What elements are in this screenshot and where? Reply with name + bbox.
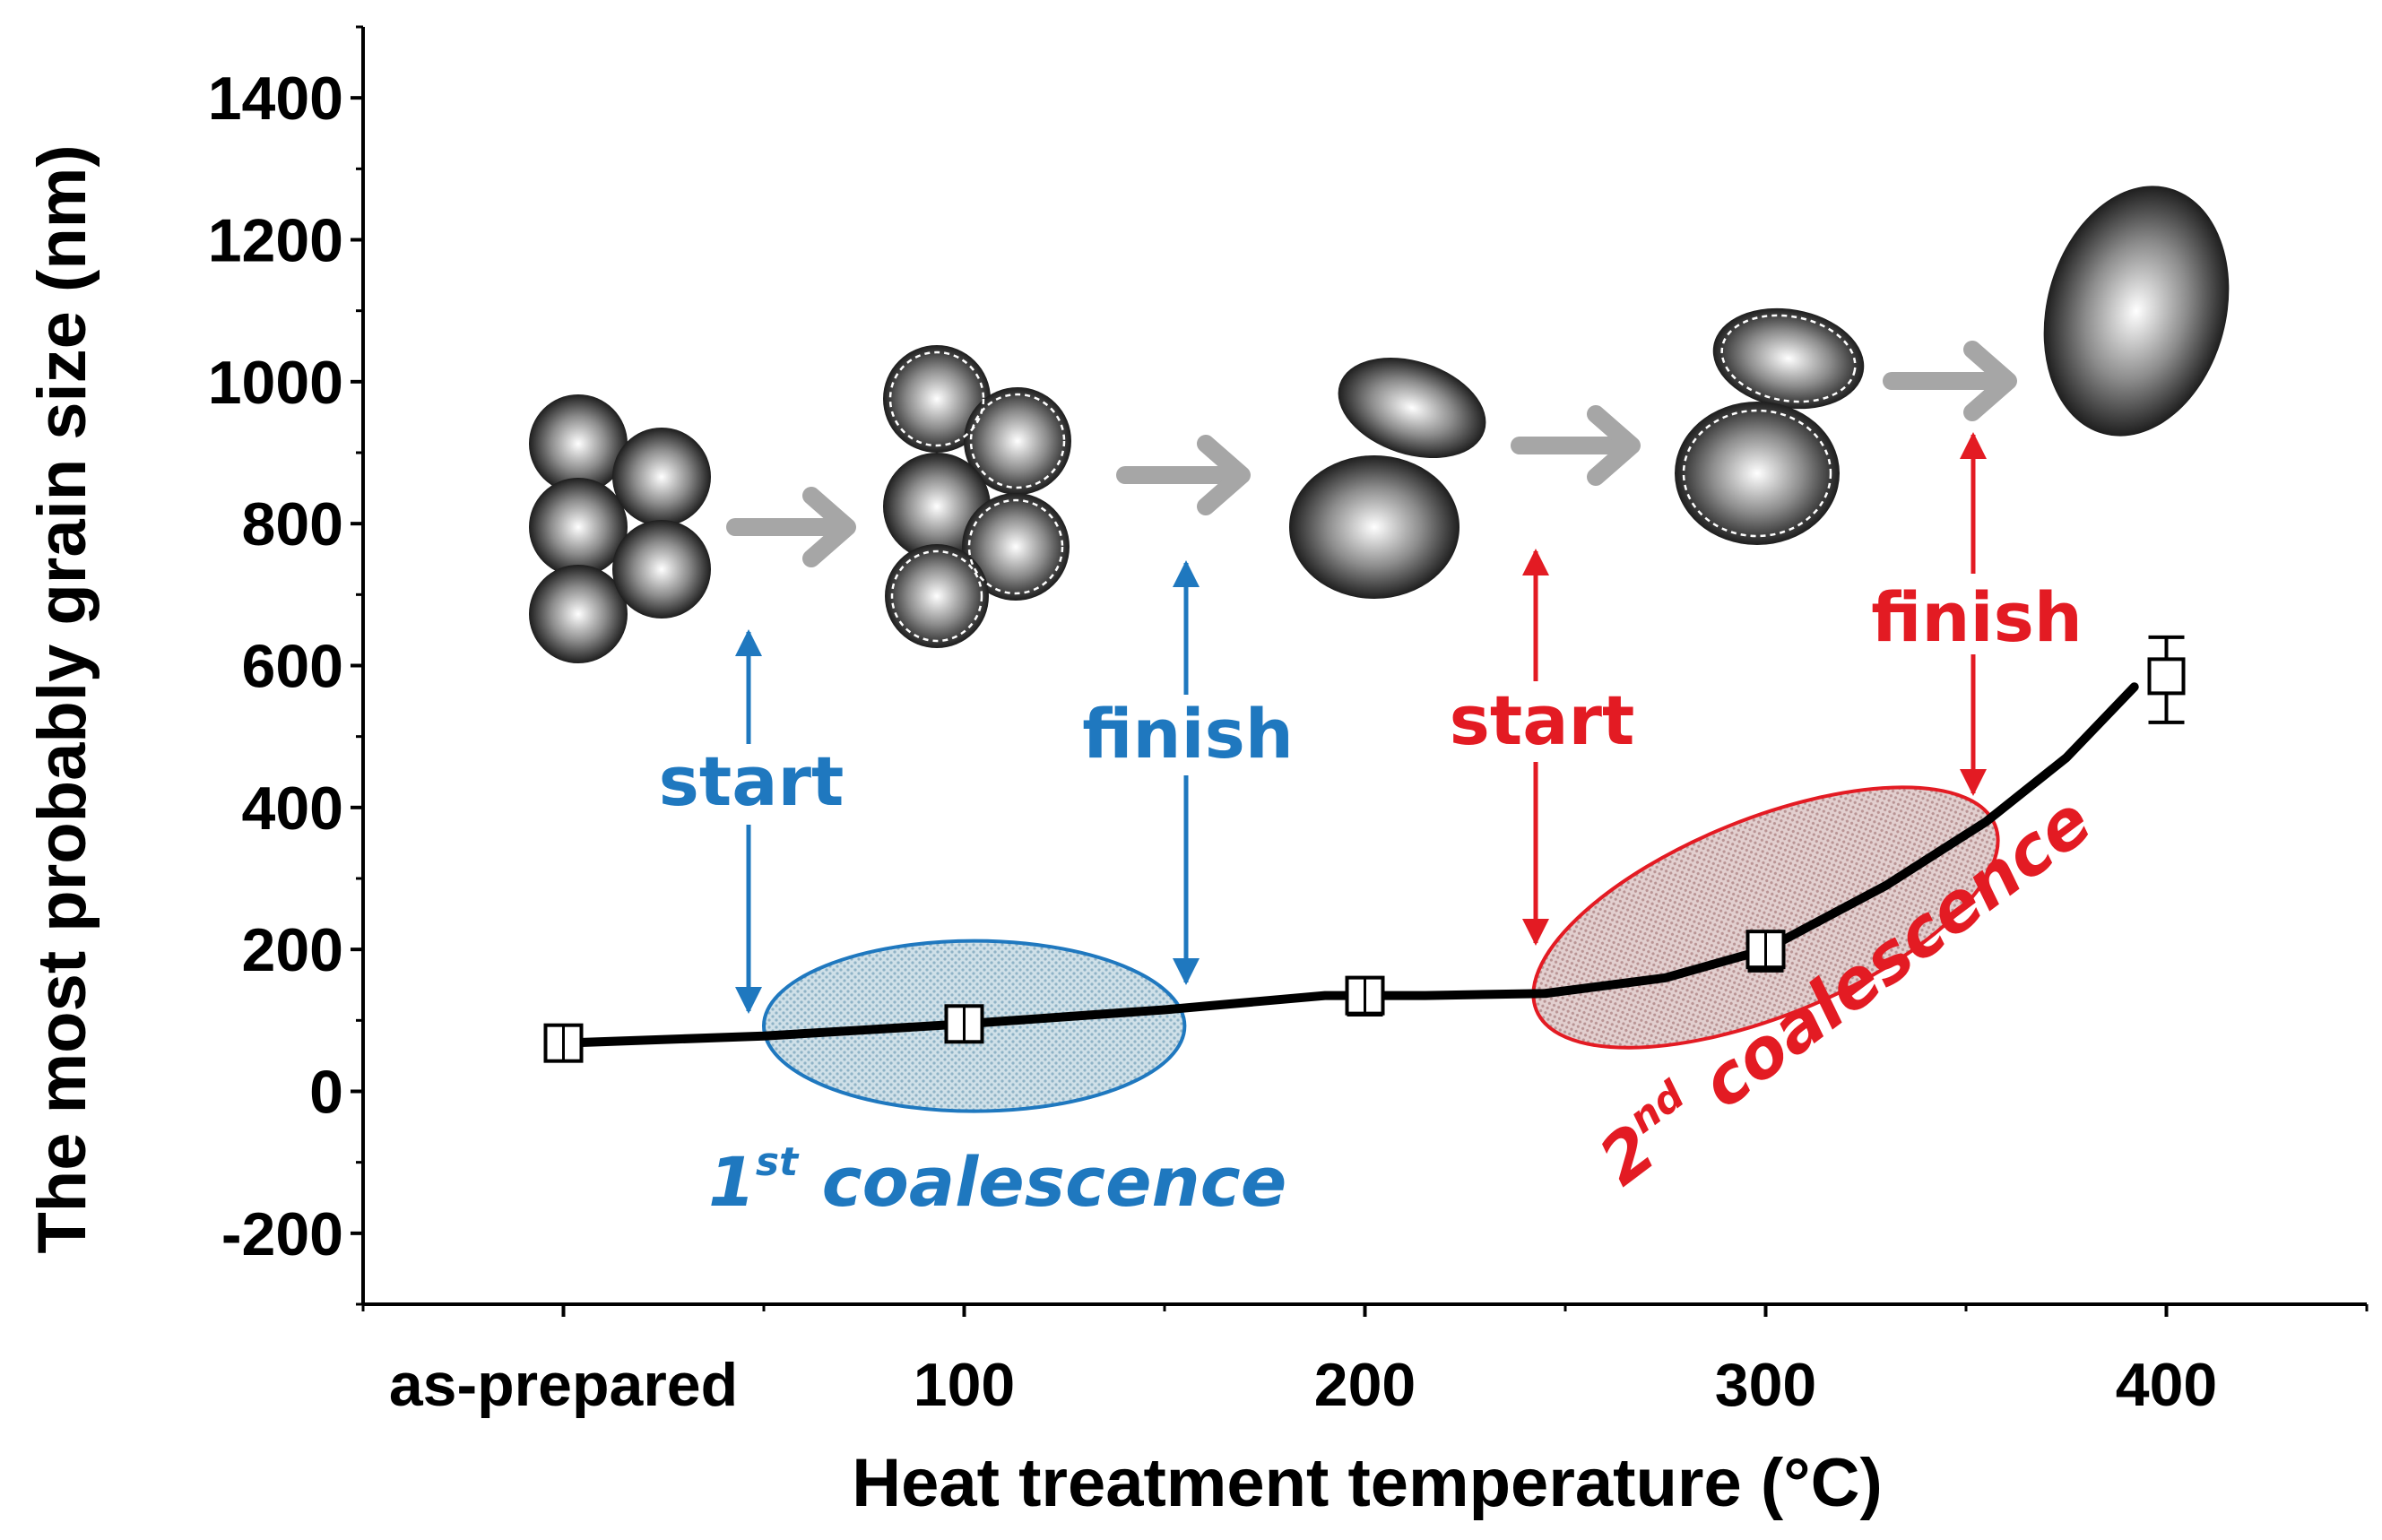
y-tick-label: 1000	[208, 349, 343, 417]
second-finish-label: finish	[1871, 577, 2083, 657]
data-points	[543, 635, 2186, 1063]
first-coalescence-label: 1st coalescence	[708, 1139, 1286, 1222]
first-finish-label: finish	[1082, 694, 1294, 774]
stage-arrow-2	[1116, 435, 1251, 515]
stage-arrow-1	[726, 487, 856, 567]
data-point	[2147, 657, 2186, 696]
y-tick-label: 0	[309, 1059, 343, 1127]
coalescence-regions	[762, 785, 2000, 1113]
x-tick-label: 400	[2116, 1351, 2217, 1419]
stage-single-large-grain	[2043, 186, 2230, 437]
first-start-label: start	[659, 741, 845, 821]
y-tick-label: 1200	[208, 207, 343, 275]
stage-arrow-4	[1883, 341, 2017, 421]
x-tick-label: 100	[914, 1351, 1015, 1419]
y-tick-label: 1400	[208, 65, 343, 133]
second-start-label: start	[1450, 680, 1635, 760]
x-tick-label: 300	[1715, 1351, 1816, 1419]
y-tick-group: -200 0 200 400 600 800 1000 1200 1400	[208, 25, 363, 1306]
stage-separate-grains	[529, 394, 711, 663]
stage-arrow-3	[1511, 405, 1641, 486]
y-tick-label: 200	[242, 916, 343, 984]
x-tick-label: as-prepared	[389, 1351, 738, 1419]
y-tick-label: 400	[242, 774, 343, 843]
stage-merging-grains	[883, 345, 1071, 648]
stage-two-grains	[1289, 358, 1486, 599]
y-tick-label: -200	[221, 1200, 343, 1268]
x-axis-title: Heat treatment temperature (°C)	[852, 1445, 1883, 1521]
y-tick-label: 600	[242, 633, 343, 701]
grain-illustration	[529, 186, 2230, 663]
y-tick-label: 800	[242, 490, 343, 558]
x-tick-label: 200	[1314, 1351, 1416, 1419]
y-axis-title: The most probably grain size (nm)	[24, 144, 100, 1253]
stage-merging-pair	[1675, 307, 1865, 545]
x-tick-group: as-prepared 100 200 300 400	[361, 1304, 2369, 1419]
